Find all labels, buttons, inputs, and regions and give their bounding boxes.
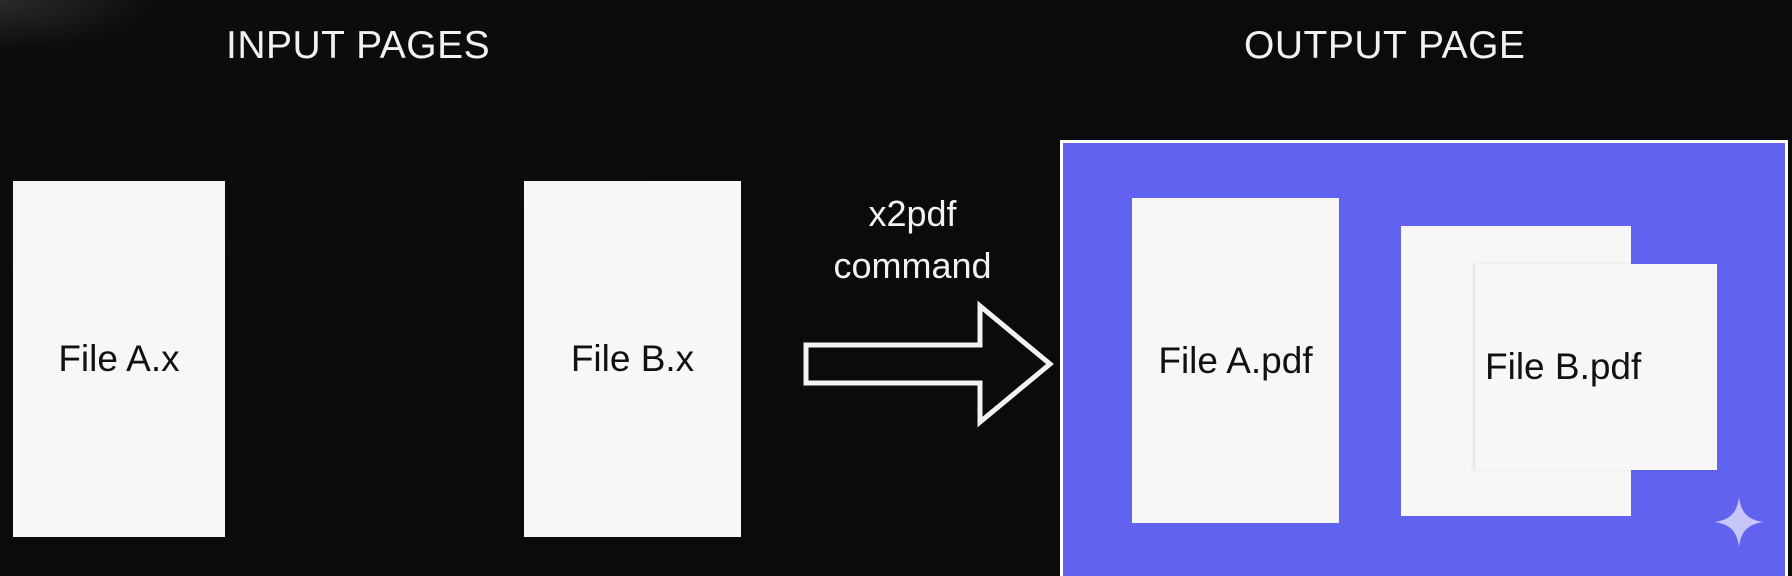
command-label-line1: x2pdf (868, 193, 957, 234)
input-page-file-a-label: File A.x (58, 338, 180, 379)
sparkle-icon (1714, 497, 1764, 547)
output-page-file-a-label: File A.pdf (1158, 339, 1313, 381)
output-page-file-a: File A.pdf (1132, 198, 1339, 523)
output-page-file-b: File B.pdf (1475, 264, 1717, 470)
command-label-line2: command (833, 245, 992, 286)
right-arrow-icon (803, 300, 1054, 428)
input-page-file-b-label: File B.x (570, 338, 695, 379)
output-page-file-b-label: File B.pdf (1485, 346, 1642, 387)
output-page-heading: OUTPUT PAGE (1244, 24, 1526, 67)
output-page-panel: File A.pdf File B.pdf (1060, 140, 1788, 576)
command-label: x2pdf command (800, 188, 1025, 292)
input-page-file-a: File A.x (13, 181, 225, 537)
input-page-file-b: File B.x (524, 181, 741, 537)
input-pages-heading: INPUT PAGES (226, 24, 491, 67)
